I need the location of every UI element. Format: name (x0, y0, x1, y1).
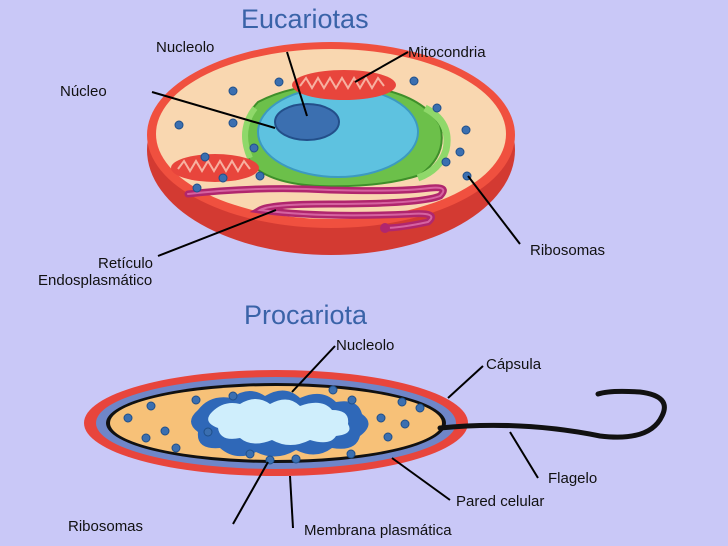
label-capsule: Cápsula (486, 356, 542, 373)
eukaryote-title: Eucariotas (241, 4, 369, 34)
golgi-fold-left (242, 106, 258, 160)
label-er-line1: Retículo (98, 255, 154, 272)
flagellum (437, 388, 667, 440)
prokaryote-leader-lines (232, 345, 539, 529)
prokaryote-title: Procariota (244, 300, 368, 330)
label-plasma-membrane: Membrana plasmática (304, 522, 452, 539)
label-nucleus: Núcleo (60, 83, 107, 100)
label-er-line2: Endosplasmático (38, 272, 153, 289)
label-flagellum: Flagelo (548, 470, 598, 487)
prokaryote-ribosomes (123, 385, 425, 465)
label-nucleolus-prokaryote: Nucleolo (336, 337, 395, 354)
mitochondrion-top (292, 70, 396, 100)
label-cell-wall: Pared celular (456, 493, 545, 510)
nucleolus (274, 103, 340, 141)
golgi-fold-right (416, 104, 451, 182)
label-ribosomes-eukaryote: Ribosomas (530, 242, 606, 259)
prokaryote-cell (84, 370, 667, 476)
mitochondrion-left (171, 154, 259, 182)
eukaryote-cell (147, 42, 515, 255)
label-nucleolus-eukaryote: Nucleolo (156, 39, 215, 56)
eukaryote-leader-lines (151, 51, 521, 257)
nucleoid-light (208, 399, 350, 445)
label-mitochondria: Mitocondria (408, 44, 486, 61)
eukaryote-ribosomes (174, 76, 472, 193)
label-ribosomes-prokaryote: Ribosomas (68, 518, 144, 535)
